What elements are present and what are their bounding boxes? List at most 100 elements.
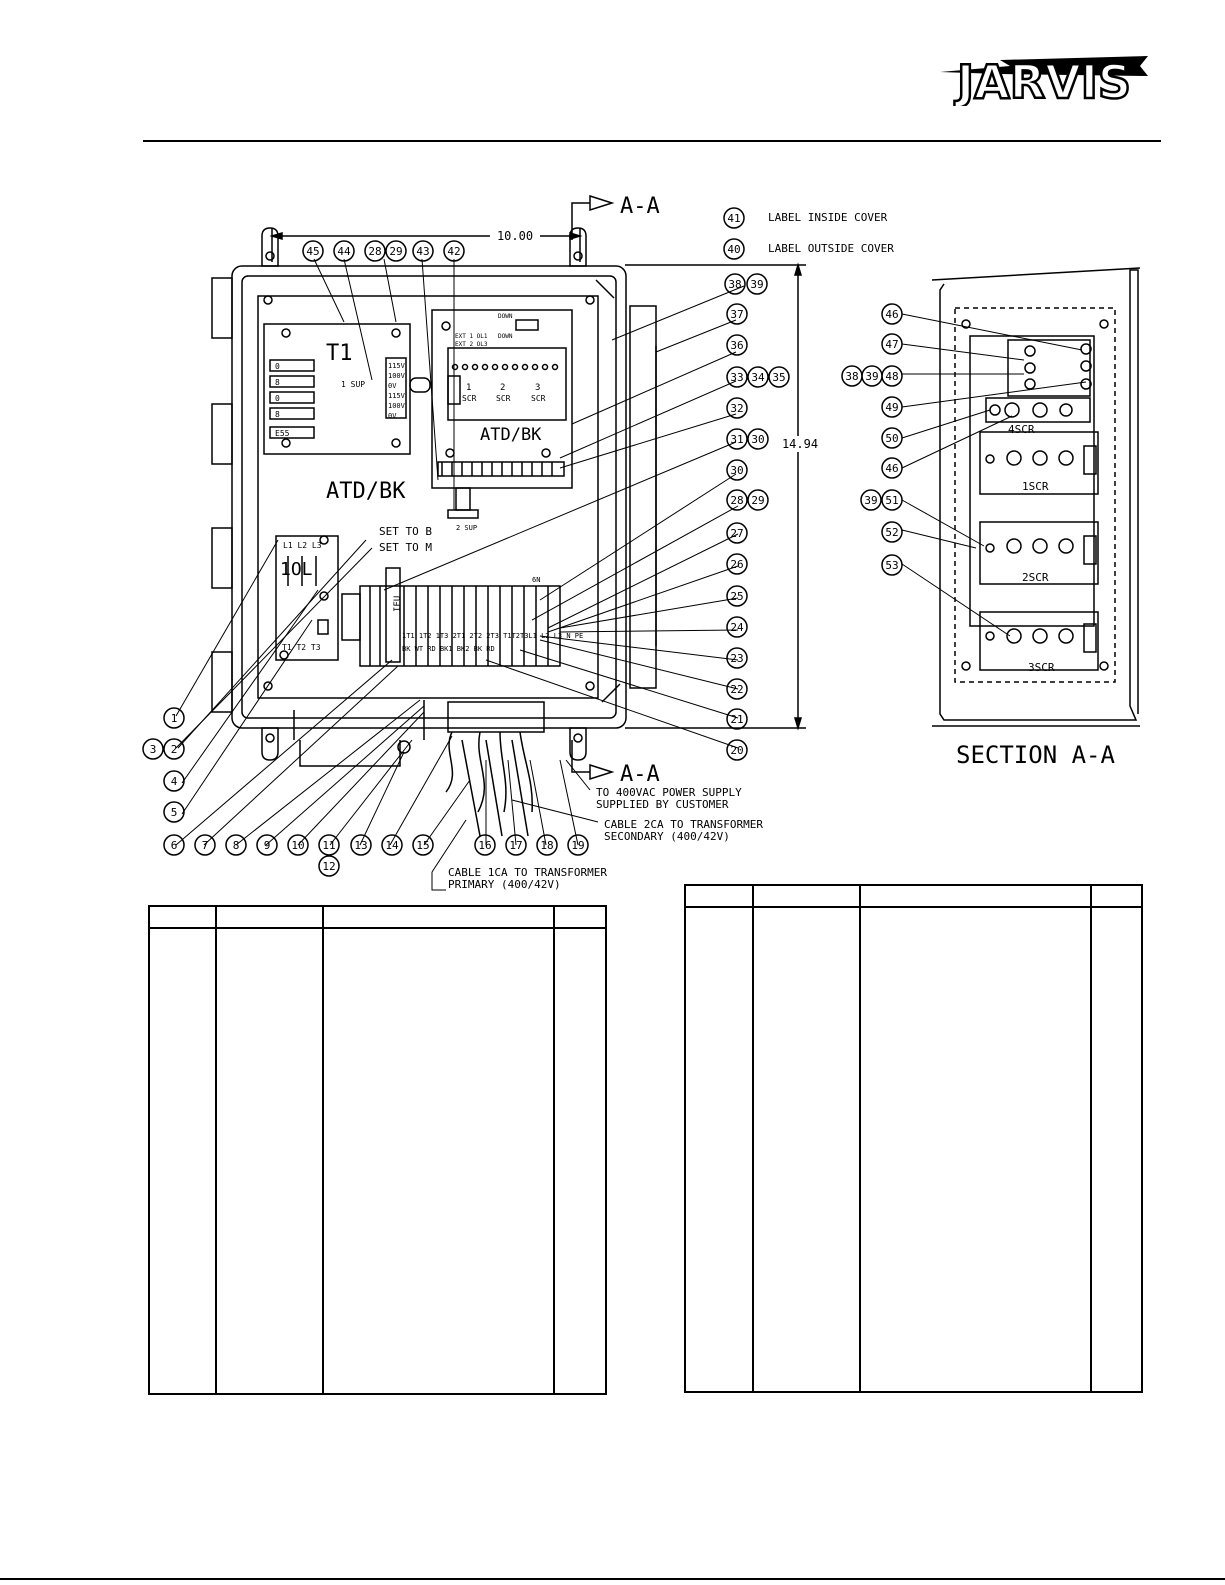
- header-rule: [143, 140, 1161, 142]
- callout-53: 53: [881, 554, 903, 576]
- callout-2: 2: [163, 738, 185, 760]
- svg-text:13: 13: [354, 839, 367, 852]
- svg-text:26: 26: [730, 558, 743, 571]
- svg-text:4: 4: [171, 775, 178, 788]
- callout-13: 13: [350, 834, 372, 856]
- callout-45: 45: [302, 240, 324, 262]
- callout-7: 7: [194, 834, 216, 856]
- svg-text:L1 L2 L3: L1 L2 L3: [283, 541, 322, 550]
- svg-text:41: 41: [727, 212, 740, 225]
- svg-text:49: 49: [885, 401, 898, 414]
- svg-text:BK WT RD BK1 BK2 BK: BK WT RD BK1 BK2 BK RD: [402, 645, 495, 653]
- svg-text:IFU: IFU: [393, 596, 403, 612]
- svg-text:0: 0: [275, 362, 280, 371]
- callout-11: 11: [318, 834, 340, 856]
- callout-51: 51: [881, 489, 903, 511]
- callout-52: 52: [881, 521, 903, 543]
- svg-text:0V: 0V: [388, 382, 397, 390]
- svg-text:37: 37: [730, 308, 743, 321]
- callout-50: 50: [881, 427, 903, 449]
- callout-28b: 28: [726, 489, 748, 511]
- svg-text:100V: 100V: [388, 402, 406, 410]
- svg-text:22: 22: [730, 683, 743, 696]
- svg-text:18: 18: [540, 839, 553, 852]
- callout-43: 43: [412, 240, 434, 262]
- callout-36: 36: [726, 334, 748, 356]
- svg-text:E55: E55: [275, 429, 290, 438]
- svg-text:39: 39: [864, 494, 877, 507]
- cable-glands: [293, 700, 545, 837]
- svg-text:24: 24: [730, 621, 744, 634]
- svg-text:39: 39: [750, 278, 763, 291]
- svg-text:EXT 2 OL3: EXT 2 OL3: [455, 341, 488, 348]
- svg-text:SCR: SCR: [462, 394, 477, 403]
- note-power-1: TO 400VAC POWER SUPPLY: [596, 786, 742, 799]
- svg-text:30: 30: [751, 433, 764, 446]
- svg-text:2SCR: 2SCR: [1022, 571, 1049, 584]
- callout-38: 38: [724, 273, 746, 295]
- note-cable1-2: PRIMARY (400/42V): [448, 878, 561, 891]
- callout-47: 47: [881, 333, 903, 355]
- svg-text:17: 17: [509, 839, 522, 852]
- callout-14: 14: [381, 834, 403, 856]
- table-column-divider: [859, 886, 861, 1391]
- svg-text:29: 29: [751, 494, 764, 507]
- callout-34: 34: [747, 366, 769, 388]
- svg-text:11: 11: [322, 839, 335, 852]
- callout-5: 5: [163, 801, 185, 823]
- callout-39s: 39: [861, 365, 883, 387]
- svg-text:8: 8: [275, 410, 280, 419]
- svg-text:43: 43: [416, 245, 429, 258]
- callout-29b: 29: [747, 489, 769, 511]
- svg-text:42: 42: [447, 245, 460, 258]
- note-cable1-1: CABLE 1CA TO TRANSFORMER: [448, 866, 607, 879]
- callout-15: 15: [412, 834, 434, 856]
- svg-text:14.94: 14.94: [782, 437, 818, 451]
- atd-panel-label: ATD/BK: [326, 479, 406, 504]
- callout-22: 22: [726, 678, 748, 700]
- svg-text:3SCR: 3SCR: [1028, 661, 1055, 674]
- callout-41: 41: [723, 207, 745, 229]
- svg-text:1 SUP: 1 SUP: [341, 380, 365, 389]
- callout-39t: 39: [860, 489, 882, 511]
- svg-text:19: 19: [571, 839, 584, 852]
- table-column-divider: [1090, 886, 1092, 1391]
- svg-text:4SCR: 4SCR: [1008, 423, 1035, 436]
- callout-9: 9: [256, 834, 278, 856]
- svg-text:3: 3: [535, 383, 540, 393]
- callout-20: 20: [726, 739, 748, 761]
- callout-12: 12: [318, 855, 340, 877]
- svg-text:2: 2: [500, 383, 505, 393]
- callout-37: 37: [726, 303, 748, 325]
- svg-text:1T1 1T2 1T3 2T1 2T2 2T3 T: 1T1 1T2 1T3 2T1 2T2 2T3 T1T2T3L1 L2 L3 N…: [402, 632, 583, 640]
- section-a-a-view: 4SCR 1SCR 2SCR 3SCR 46 47 38 39 48 49 50…: [841, 267, 1141, 769]
- callout-24: 24: [726, 616, 748, 638]
- svg-text:DOWN: DOWN: [498, 313, 513, 320]
- svg-text:16: 16: [478, 839, 491, 852]
- svg-text:EXT 1 OL1: EXT 1 OL1: [455, 333, 488, 340]
- svg-text:38: 38: [845, 370, 858, 383]
- svg-text:28: 28: [368, 245, 381, 258]
- svg-text:35: 35: [772, 371, 785, 384]
- svg-text:20: 20: [730, 744, 743, 757]
- left-parts-table: [148, 905, 607, 1395]
- callout-6: 6: [163, 834, 185, 856]
- width-dimension: 10.00: [269, 228, 583, 262]
- leader-lines: [175, 258, 745, 873]
- callout-35: 35: [768, 366, 790, 388]
- svg-text:8: 8: [275, 378, 280, 387]
- callout-16: 16: [474, 834, 496, 856]
- svg-text:2: 2: [171, 743, 178, 756]
- svg-text:8: 8: [233, 839, 240, 852]
- jarvis-logo: JARVIS: [940, 54, 1148, 106]
- svg-text:T1: T1: [326, 341, 353, 366]
- callout-42: 42: [443, 240, 465, 262]
- callout-31: 31: [726, 428, 748, 450]
- enclosure: [211, 227, 657, 761]
- callout-28: 28: [364, 240, 386, 262]
- svg-text:10: 10: [291, 839, 304, 852]
- svg-text:0V: 0V: [388, 412, 397, 420]
- svg-text:115V: 115V: [388, 362, 406, 370]
- callout-49: 49: [881, 396, 903, 418]
- callout-33: 33: [726, 366, 748, 388]
